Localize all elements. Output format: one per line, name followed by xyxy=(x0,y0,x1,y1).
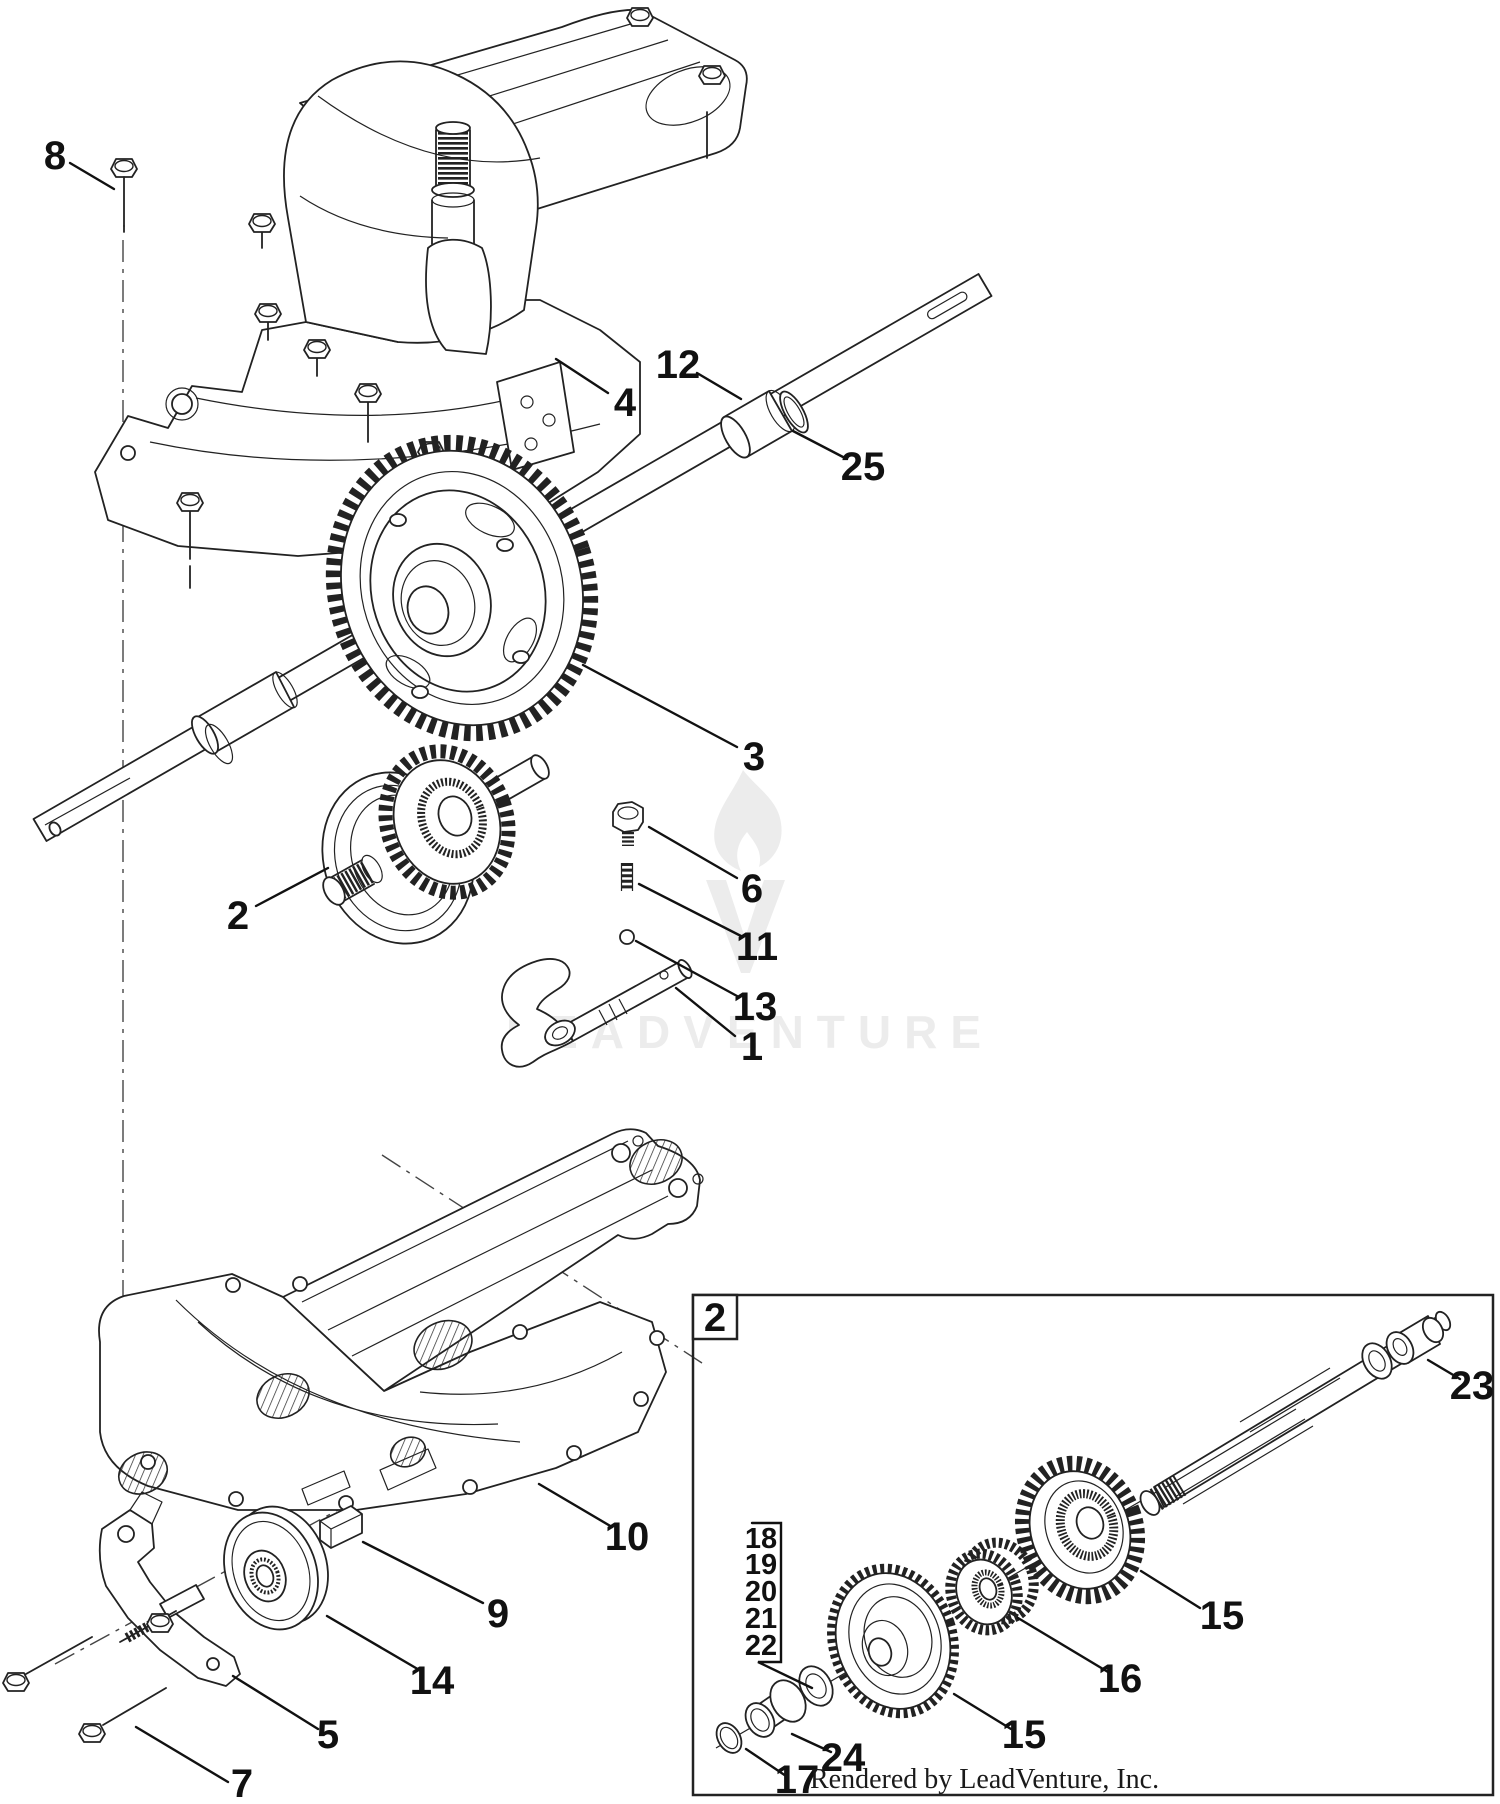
callout-24: 24 xyxy=(821,1736,866,1780)
callout-23: 23 xyxy=(1450,1364,1495,1408)
bearing-saddle xyxy=(629,1139,683,1185)
callout-11: 11 xyxy=(736,925,778,969)
callout-5: 5 xyxy=(317,1713,339,1757)
callout-7: 7 xyxy=(231,1762,253,1804)
retaining-ring-part-17 xyxy=(715,1722,743,1754)
callout-21: 21 xyxy=(745,1603,777,1635)
upper-housing-part-4 xyxy=(94,7,748,599)
leader-lines xyxy=(68,161,1462,1784)
callout-15-right: 15 xyxy=(1200,1594,1245,1638)
brake-disc-part-14 xyxy=(223,1505,329,1631)
flame-logo-watermark xyxy=(714,770,782,871)
hex-bolt-part-7a xyxy=(2,1636,93,1692)
inset-box-label: 2 xyxy=(704,1296,726,1340)
differential-spline-stub xyxy=(322,854,383,906)
callout-15-bottom: 15 xyxy=(1002,1713,1047,1757)
washer-part-25 xyxy=(779,390,809,434)
callout-2: 2 xyxy=(227,894,249,938)
callout-12: 12 xyxy=(656,343,701,387)
bolt-part-8 xyxy=(110,158,138,233)
callout-20: 20 xyxy=(745,1576,777,1608)
bevel-gear-part-15 xyxy=(1014,1455,1146,1605)
washer-inset xyxy=(1361,1342,1393,1380)
callout-10: 10 xyxy=(605,1515,650,1559)
square-key-part-9 xyxy=(319,1505,363,1549)
spring-part-11 xyxy=(620,863,634,891)
callout-6: 6 xyxy=(741,867,763,911)
hex-bolt-part-7b xyxy=(78,1687,167,1743)
input-shaft-spline xyxy=(425,121,492,355)
callout-19: 19 xyxy=(745,1549,777,1581)
brake-lever-part-5 xyxy=(98,1491,241,1687)
gear-pins xyxy=(389,513,530,699)
ball-part-13 xyxy=(619,929,635,945)
callout-13: 13 xyxy=(733,985,778,1029)
callouts: 8 4 12 25 3 2 6 11 13 1 10 9 14 5 7 23 1… xyxy=(44,134,1494,1804)
final-gear-part-3 xyxy=(325,434,599,742)
callout-16: 16 xyxy=(1098,1657,1143,1701)
callout-9: 9 xyxy=(487,1592,509,1636)
washer-parts-18-22 xyxy=(798,1665,834,1707)
bearing-saddle xyxy=(256,1373,310,1419)
render-credit: Rendered by LeadVenture, Inc. xyxy=(810,1764,1159,1795)
inset-detail-box: 2 xyxy=(691,1293,1495,1797)
callout-3: 3 xyxy=(743,735,765,779)
callout-25: 25 xyxy=(841,445,886,489)
callout-17: 17 xyxy=(775,1758,820,1802)
bushing-part-23 xyxy=(1385,1315,1445,1365)
shift-fork-part-1 xyxy=(500,958,693,1068)
callout-22: 22 xyxy=(745,1630,777,1662)
differential-assembly-part-2 xyxy=(321,744,550,945)
callout-4: 4 xyxy=(614,381,637,425)
callout-8: 8 xyxy=(44,134,66,178)
spur-gear-part-15 xyxy=(827,1563,959,1719)
axle-sleeve xyxy=(191,671,298,765)
callout-1: 1 xyxy=(741,1025,763,1069)
bushing-part-12 xyxy=(720,389,796,459)
bracket-18-22 xyxy=(750,1521,814,1690)
callout-14: 14 xyxy=(410,1659,455,1703)
bearing-saddle xyxy=(413,1319,473,1371)
threaded-bore xyxy=(389,1436,427,1468)
lower-housing-part-10 xyxy=(98,1128,704,1511)
callout-18: 18 xyxy=(745,1523,777,1555)
plug-part-6 xyxy=(612,801,644,846)
v-logo-watermark xyxy=(706,880,785,973)
spur-gear-part-16 xyxy=(945,1537,1039,1636)
bushing-part-24 xyxy=(744,1679,807,1738)
